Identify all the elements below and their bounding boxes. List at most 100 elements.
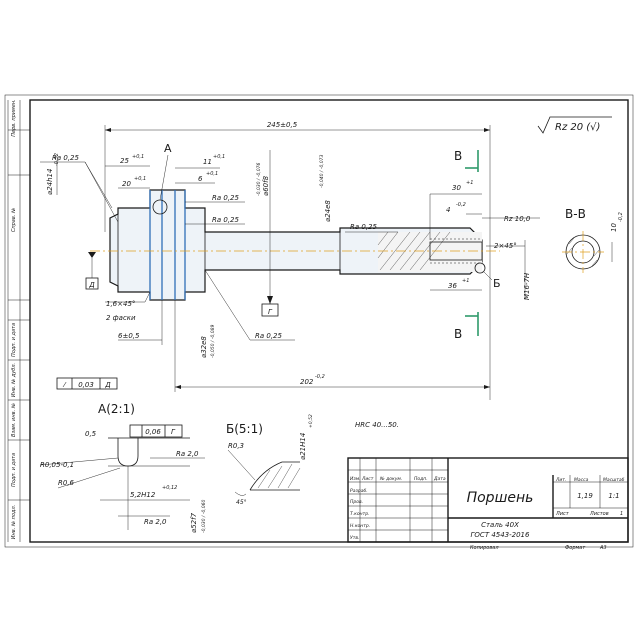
chamfer-2x45: 2×45° bbox=[494, 242, 517, 250]
dim-202-tol: -0,2 bbox=[315, 374, 325, 380]
tb-material: Сталь 40Х bbox=[481, 521, 519, 529]
dim-36: 36 bbox=[448, 282, 457, 290]
marker-a: А bbox=[164, 142, 172, 155]
dim-11: 11 bbox=[203, 158, 212, 166]
tb-role-tcontr: Т.контр. bbox=[350, 511, 370, 517]
tb-col-mass: Масса bbox=[574, 477, 589, 483]
tb-sheet: Лист bbox=[555, 511, 570, 517]
detail-a-groove-tol: +0,12 bbox=[162, 485, 177, 491]
dia-32-tol: -0,050 / -0,089 bbox=[210, 324, 216, 358]
rough-rod: Ra 0,25 bbox=[350, 223, 378, 231]
dim-25-tol: +0,1 bbox=[132, 154, 144, 160]
marker-b-top: В bbox=[454, 149, 462, 163]
piston-main-view bbox=[90, 189, 500, 301]
tb-row-doc: № докум. bbox=[379, 476, 402, 482]
dia-60-tol: -0,030 / -0,076 bbox=[256, 162, 262, 196]
dia-24e8: ⌀24e8 bbox=[324, 200, 332, 222]
detail-b-dia: ⌀21H14 bbox=[299, 433, 307, 460]
side-label-1: Перв. примен. bbox=[11, 99, 17, 137]
section-bb-dim-tol: -0,2 bbox=[618, 212, 624, 222]
tol-frame-value: 0,03 bbox=[78, 381, 94, 389]
section-bb: В-В 10 -0,2 bbox=[562, 207, 624, 273]
corner-roughness: Rz 20 (√) bbox=[555, 122, 600, 133]
dim-36-tol: +1 bbox=[462, 278, 469, 284]
dim-6: 6 bbox=[198, 175, 203, 183]
dim-30-tol: +1 bbox=[466, 180, 473, 186]
marker-b-bottom: В bbox=[454, 327, 462, 341]
tb-scale: 1:1 bbox=[608, 492, 619, 500]
dim-20-tol: +0,1 bbox=[134, 176, 146, 182]
detail-b-angle: 45° bbox=[236, 499, 247, 506]
side-label-6: Подп. и дата bbox=[11, 453, 17, 487]
dim-25: 25 bbox=[120, 157, 129, 165]
datum-g: Г bbox=[268, 308, 273, 316]
dim-202: 202 bbox=[300, 378, 314, 386]
detail-b: Б(5:1) R0,3 45° ⌀21H14 +0,52 bbox=[226, 414, 314, 506]
dia-32: ⌀32e8 bbox=[200, 336, 208, 358]
section-bb-dim: 10 bbox=[610, 223, 618, 232]
detail-a-radius-2: R0,6 bbox=[58, 479, 75, 487]
detail-a-dia: ⌀52f7 bbox=[190, 512, 198, 533]
detail-a-angle: 0,5 bbox=[85, 430, 97, 438]
datum-d: Д bbox=[88, 281, 95, 289]
dia-60: ⌀60f8 bbox=[262, 175, 270, 196]
dim-20: 20 bbox=[122, 180, 131, 188]
rough-groove-2: Ra 0,25 bbox=[212, 216, 240, 224]
side-label-5: Взам. инв. № bbox=[11, 403, 17, 437]
detail-a: А(2:1) 0,5 0,06 Г R0,05-0,1 R0,6 Ra 2,0 … bbox=[39, 402, 207, 533]
side-label-2: Справ. № bbox=[11, 208, 17, 232]
side-label-4: Инв. № дубл. bbox=[11, 363, 17, 397]
diameter-dims: Г ⌀60f8 -0,030 / -0,076 ⌀24e8 -0,040 / -… bbox=[256, 150, 398, 317]
sheet-frame: Перв. примен. Справ. № Подп. и дата Инв.… bbox=[4, 94, 634, 548]
roughness-symbol-corner: Rz 20 (√) bbox=[537, 116, 612, 134]
tb-part-name: Поршень bbox=[467, 490, 534, 506]
section-bb-label: В-В bbox=[565, 207, 586, 221]
tol-frame-datum: Д bbox=[104, 381, 111, 389]
side-label-7: Инв. № подл. bbox=[11, 505, 17, 540]
tb-role-dev: Разраб. bbox=[350, 488, 368, 494]
left-annotations: Ra 0,25 ⌀24h14 -0,52 Д 25 +0,1 20 +0,1 bbox=[40, 153, 150, 290]
dim-4-tol: -0,2 bbox=[456, 202, 466, 208]
title-block: Изм. Лист № докум. Подп. Дата Разраб. Пр… bbox=[347, 457, 629, 551]
marker-detail-b: Б bbox=[493, 277, 501, 290]
tb-copied: Копировал bbox=[470, 545, 499, 551]
rough-left: Ra 0,25 bbox=[52, 154, 80, 162]
detail-a-rough-1: Ra 2,0 bbox=[176, 450, 199, 458]
section-a-marker: А 11 +0,1 6 +0,1 Ra 0,25 Ra 0,25 bbox=[159, 142, 245, 225]
detail-a-tol-datum: Г bbox=[171, 428, 176, 436]
tb-row-date: Дата bbox=[433, 476, 446, 482]
tb-row-izm: Изм. bbox=[350, 476, 361, 482]
tb-col-scale: Масштаб bbox=[603, 477, 625, 483]
detail-a-groove-width: 5,2H12 bbox=[130, 491, 156, 499]
overall-length-label: 245±0,5 bbox=[267, 121, 298, 129]
tb-role-check: Пров. bbox=[350, 499, 363, 505]
tol-frame-symbol: ⁄ bbox=[62, 381, 67, 389]
detail-b-label: Б(5:1) bbox=[226, 422, 263, 436]
tb-role-approve: Утв. bbox=[350, 535, 359, 541]
detail-b-radius: R0,3 bbox=[228, 442, 244, 450]
dia-24h14: ⌀24h14 bbox=[46, 169, 54, 195]
rough-groove-1: Ra 0,25 bbox=[212, 194, 240, 202]
dim-6-05: 6±0,5 bbox=[118, 332, 140, 340]
dim-6-tol: +0,1 bbox=[206, 171, 218, 177]
detail-a-radius-1: R0,05-0,1 bbox=[40, 461, 74, 469]
dimension-overall-length: 245±0,5 bbox=[104, 121, 491, 400]
chamfer-note: 1,6×45° bbox=[106, 300, 135, 308]
dim-11-tol: +0,1 bbox=[213, 154, 225, 160]
dia-24e8-tol: -0,040 / -0,073 bbox=[319, 154, 325, 188]
side-label-3: Подп. и дата bbox=[11, 323, 17, 357]
detail-a-rough-2: Ra 2,0 bbox=[144, 518, 167, 526]
right-end-dims: В В 30 +1 4 -0,2 Rz 10,0 2×45° 36 +1 M16… bbox=[429, 149, 540, 341]
tb-role-ncontr: Н.контр. bbox=[350, 523, 370, 529]
tb-format: Формат bbox=[565, 545, 586, 551]
hardness-note: HRC 40...50. bbox=[355, 421, 399, 429]
detail-a-label: А(2:1) bbox=[98, 402, 135, 416]
tb-col-lit: Лит. bbox=[555, 477, 566, 483]
thread: M16-7H bbox=[523, 272, 531, 300]
dim-30: 30 bbox=[452, 184, 461, 192]
dim-4: 4 bbox=[446, 206, 450, 214]
dia-24h14-tol: -0,52 bbox=[54, 153, 60, 166]
tb-format-value: А3 bbox=[599, 545, 607, 551]
